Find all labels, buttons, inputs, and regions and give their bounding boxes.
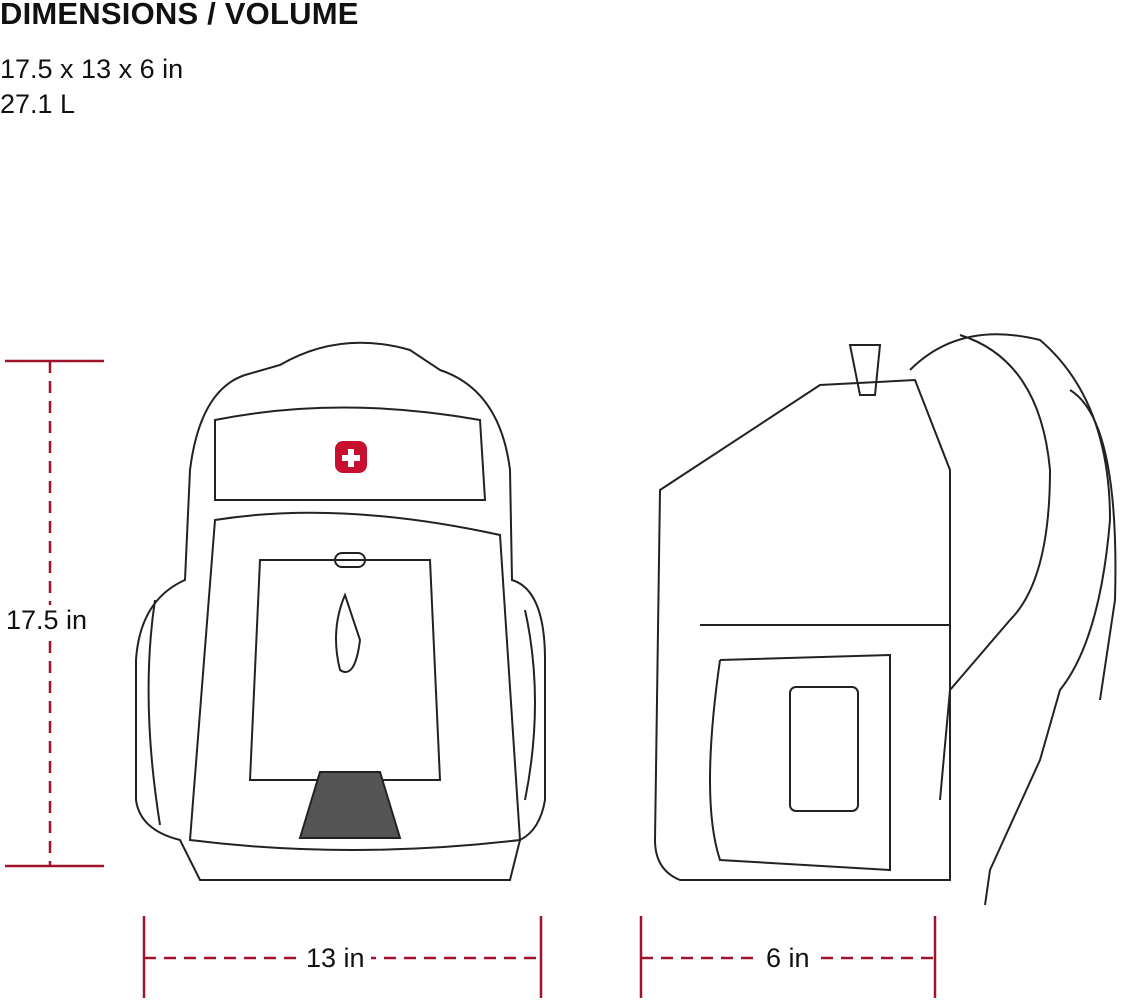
front-view (135, 341, 546, 881)
depth-label: 6 in (760, 943, 816, 974)
size-spec: 17.5 x 13 x 6 in (0, 54, 184, 84)
height-label: 17.5 in (0, 605, 94, 636)
dimension-lines (5, 359, 937, 998)
width-label: 13 in (300, 943, 371, 974)
page-title: DIMENSIONS / VOLUME (0, 0, 359, 31)
side-view (653, 333, 1117, 906)
volume-spec: 27.1 L (0, 89, 76, 119)
